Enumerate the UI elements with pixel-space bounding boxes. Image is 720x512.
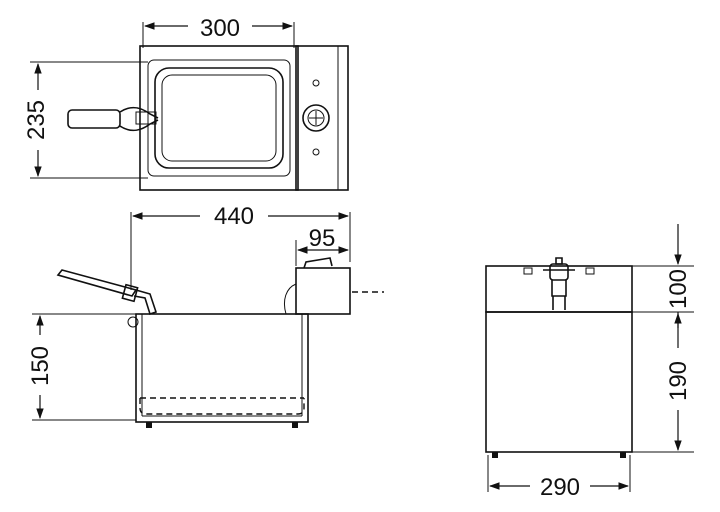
top-basket-handle [67, 106, 159, 132]
dimension-top-width: 300 [142, 15, 295, 48]
dimension-label-300: 300 [200, 15, 240, 42]
side-foot-2 [620, 452, 626, 458]
front-control-panel [295, 267, 351, 315]
dimension-top-depth: 235 [23, 61, 148, 179]
indicator-light-icon-3 [523, 267, 533, 275]
top-view: 300 235 [23, 15, 349, 191]
front-foot-2 [292, 422, 298, 428]
dimension-front-length: 440 [130, 203, 351, 290]
top-basket-inner [161, 74, 277, 162]
side-body [485, 311, 633, 453]
side-foot [492, 452, 498, 458]
indicator-light-icon [312, 79, 320, 87]
front-basket-handle [56, 269, 158, 316]
indicator-light-icon-2 [312, 148, 320, 156]
basket-hidden-line [139, 398, 305, 415]
indicator-light-icon-4 [585, 267, 595, 275]
dimension-label-290: 290 [540, 474, 580, 501]
front-hook [127, 316, 139, 328]
dimension-front-panel: 95 [295, 225, 350, 266]
dimension-label-95: 95 [309, 225, 336, 252]
side-view: 100 190 290 [485, 224, 694, 501]
top-control-panel [295, 45, 349, 191]
front-foot [146, 422, 152, 428]
dimension-label-190: 190 [665, 361, 692, 401]
side-control-box [485, 265, 633, 313]
side-thermostat-knob-icon [543, 257, 575, 310]
dimension-label-235: 235 [23, 100, 50, 140]
front-view: 440 95 150 [27, 203, 384, 428]
top-tank-rim [147, 59, 291, 177]
dimension-side-height: 100 190 [632, 224, 694, 453]
dimension-side-width: 290 [487, 455, 631, 501]
front-tank [135, 313, 309, 423]
dimension-front-height: 150 [27, 313, 136, 421]
dimension-label-150: 150 [27, 346, 54, 386]
dimension-label-440: 440 [214, 203, 254, 230]
top-body-outline [139, 45, 299, 191]
top-basket-outer [154, 67, 284, 169]
front-knob-icon [303, 257, 333, 269]
thermostat-knob-icon [302, 104, 330, 132]
dimension-label-100: 100 [665, 269, 692, 309]
